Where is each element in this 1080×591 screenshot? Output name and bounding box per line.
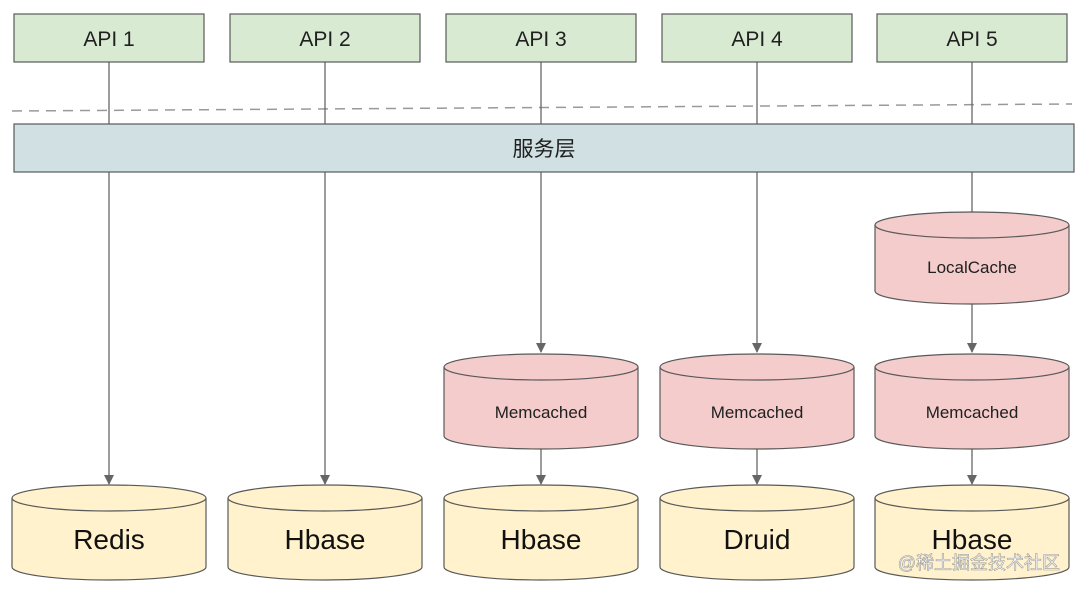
memcached-cylinder-3: Memcached	[443, 353, 639, 450]
memcached-cylinder-4: Memcached	[659, 353, 855, 450]
database-cylinder-3: Hbase	[443, 484, 639, 581]
cylinder-top	[874, 353, 1070, 381]
database-cylinder-2: Hbase	[227, 484, 423, 581]
api-box-rect	[445, 13, 637, 63]
cylinder-label: Hbase	[285, 524, 366, 555]
dashed-separator	[11, 103, 1073, 112]
api-box-rect	[661, 13, 853, 63]
cylinder-body	[227, 498, 423, 581]
api-row: API 1 API 2 API 3 API 4 API 5	[13, 13, 1068, 63]
api-box-rect	[229, 13, 421, 63]
cylinder-label: Memcached	[711, 403, 804, 422]
cylinder-label: Memcached	[926, 403, 1019, 422]
cylinder-body	[874, 367, 1070, 450]
memcached-cylinder-5: Memcached	[874, 353, 1070, 450]
cylinder-label: Druid	[724, 524, 791, 555]
cylinder-body	[874, 225, 1070, 305]
watermark: @稀土掘金技术社区	[898, 553, 1060, 573]
cylinder-body	[11, 498, 207, 581]
cylinder-label: Hbase	[501, 524, 582, 555]
cylinder-top	[443, 353, 639, 381]
database-cylinder-4: Druid	[659, 484, 855, 581]
api-label: API 4	[731, 28, 783, 51]
api-box-1: API 1	[13, 13, 205, 63]
cylinder-top	[874, 211, 1070, 239]
database-cylinder-1: Redis	[11, 484, 207, 581]
cylinder-body	[659, 367, 855, 450]
api-box-2: API 2	[229, 13, 421, 63]
service-layer-label: 服务层	[513, 138, 576, 161]
connector-lines	[104, 62, 977, 485]
api-box-rect	[13, 13, 205, 63]
service-layer: 服务层	[13, 123, 1075, 173]
cylinder-body	[659, 498, 855, 581]
api-box-3: API 3	[445, 13, 637, 63]
api-box-5: API 5	[876, 13, 1068, 63]
api-label: API 1	[83, 28, 134, 51]
cylinder-label: Redis	[73, 524, 145, 555]
cylinder-body	[443, 498, 639, 581]
cylinder-top	[11, 484, 207, 512]
cylinder-top	[443, 484, 639, 512]
cylinder-body	[874, 498, 1070, 581]
cylinder-top	[659, 353, 855, 381]
api-box-4: API 4	[661, 13, 853, 63]
cylinder-label: LocalCache	[927, 258, 1017, 277]
localcache-cylinder: LocalCache	[874, 211, 1070, 305]
cylinder-body	[443, 367, 639, 450]
cylinder-label: Memcached	[495, 403, 588, 422]
api-box-rect	[876, 13, 1068, 63]
cylinder-top	[659, 484, 855, 512]
api-label: API 3	[515, 28, 566, 51]
database-cylinder-5: Hbase	[874, 484, 1070, 581]
cylinder-label: Hbase	[932, 524, 1013, 555]
api-label: API 2	[299, 28, 350, 51]
cylinder-top	[874, 484, 1070, 512]
service-layer-box	[13, 123, 1075, 173]
cylinder-top	[227, 484, 423, 512]
api-label: API 5	[946, 28, 997, 51]
